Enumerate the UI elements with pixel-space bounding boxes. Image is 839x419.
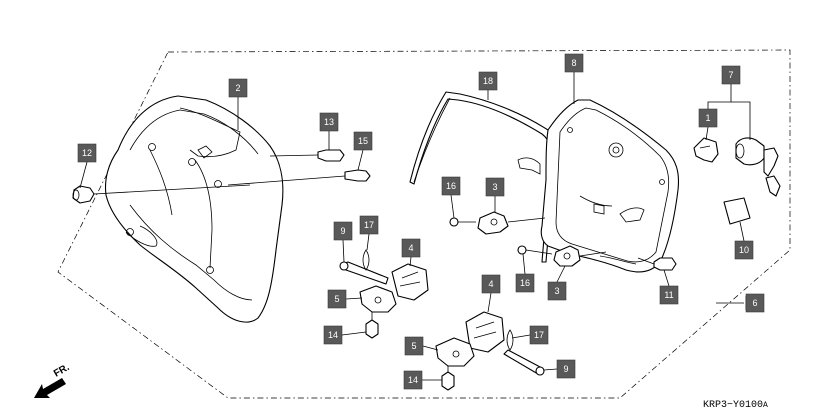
part-nut <box>72 184 251 204</box>
svg-text:17: 17 <box>364 220 374 230</box>
callout-2: 2 <box>228 78 248 98</box>
svg-text:5: 5 <box>411 341 416 351</box>
part-hinge-3a <box>477 211 546 235</box>
assembly-boundary <box>57 49 791 399</box>
svg-text:4: 4 <box>488 279 493 289</box>
callout-14b: 14 <box>403 370 423 390</box>
svg-text:11: 11 <box>664 290 673 300</box>
callout-3a: 3 <box>485 177 505 197</box>
part-bracket-4a <box>391 263 429 301</box>
svg-text:17: 17 <box>534 330 544 340</box>
callout-18: 18 <box>478 71 498 91</box>
callout-8: 8 <box>564 53 584 73</box>
part-clip-17a <box>362 249 370 271</box>
svg-text:8: 8 <box>571 58 576 68</box>
callout-9b: 9 <box>556 359 576 379</box>
callout-1: 1 <box>698 108 718 128</box>
part-seal <box>409 91 559 263</box>
svg-text:1: 1 <box>705 113 710 123</box>
callout-7: 7 <box>721 65 741 85</box>
part-hinge-arm-5a <box>359 285 397 313</box>
svg-text:7: 7 <box>728 70 733 80</box>
part-pin-9b <box>503 349 545 376</box>
part-lock-set <box>735 137 781 197</box>
part-hinge-3b <box>553 245 607 267</box>
svg-text:6: 6 <box>752 298 757 308</box>
part-screw-16b <box>517 245 553 255</box>
svg-text:4: 4 <box>408 243 413 253</box>
callout-3b: 3 <box>547 281 567 301</box>
leader-lines <box>79 71 751 381</box>
front-direction-arrow-icon <box>34 378 66 398</box>
part-label-plate <box>723 197 751 225</box>
part-hinge-arm-5b <box>435 337 475 367</box>
callout-16b: 16 <box>515 273 535 293</box>
svg-text:18: 18 <box>483 76 493 86</box>
svg-text:14: 14 <box>408 375 418 385</box>
callout-9a: 9 <box>333 221 353 241</box>
svg-text:3: 3 <box>554 286 559 296</box>
part-screw-11 <box>637 257 677 271</box>
callout-4a: 4 <box>401 238 421 258</box>
part-screw-15 <box>227 169 371 186</box>
svg-text:9: 9 <box>340 226 345 236</box>
part-pin-9a <box>339 261 389 285</box>
callout-14a: 14 <box>323 325 343 345</box>
svg-text:2: 2 <box>235 83 240 93</box>
svg-text:16: 16 <box>520 278 530 288</box>
callout-15: 15 <box>353 131 373 151</box>
part-clip-17b <box>506 329 514 351</box>
callout-10: 10 <box>734 240 754 260</box>
part-screw-14b <box>441 366 455 391</box>
part-bracket-4b <box>465 311 505 353</box>
part-cover-shell <box>104 95 284 323</box>
part-screw-13 <box>269 149 345 162</box>
callout-11: 11 <box>659 285 679 305</box>
svg-text:9: 9 <box>563 364 568 374</box>
drawing-code: KRP3−Y0100A <box>703 400 768 411</box>
callout-5b: 5 <box>404 336 424 356</box>
part-screw-14a <box>365 312 379 339</box>
callout-12: 12 <box>77 143 97 163</box>
svg-text:3: 3 <box>492 182 497 192</box>
callout-16a: 16 <box>441 176 461 196</box>
svg-text:13: 13 <box>324 117 334 127</box>
svg-text:5: 5 <box>334 294 339 304</box>
callout-6: 6 <box>745 293 765 313</box>
callout-5a: 5 <box>327 289 347 309</box>
callout-17b: 17 <box>529 325 549 345</box>
svg-text:10: 10 <box>739 245 749 255</box>
svg-text:16: 16 <box>446 181 456 191</box>
part-screw-16a <box>449 217 476 227</box>
direction-label: FR. <box>52 362 72 380</box>
callout-17a: 17 <box>359 215 379 235</box>
svg-text:12: 12 <box>82 148 92 158</box>
callout-4b: 4 <box>481 274 501 294</box>
svg-text:15: 15 <box>358 136 368 146</box>
svg-text:14: 14 <box>328 330 338 340</box>
callout-13: 13 <box>319 112 339 132</box>
part-latch <box>693 137 719 163</box>
